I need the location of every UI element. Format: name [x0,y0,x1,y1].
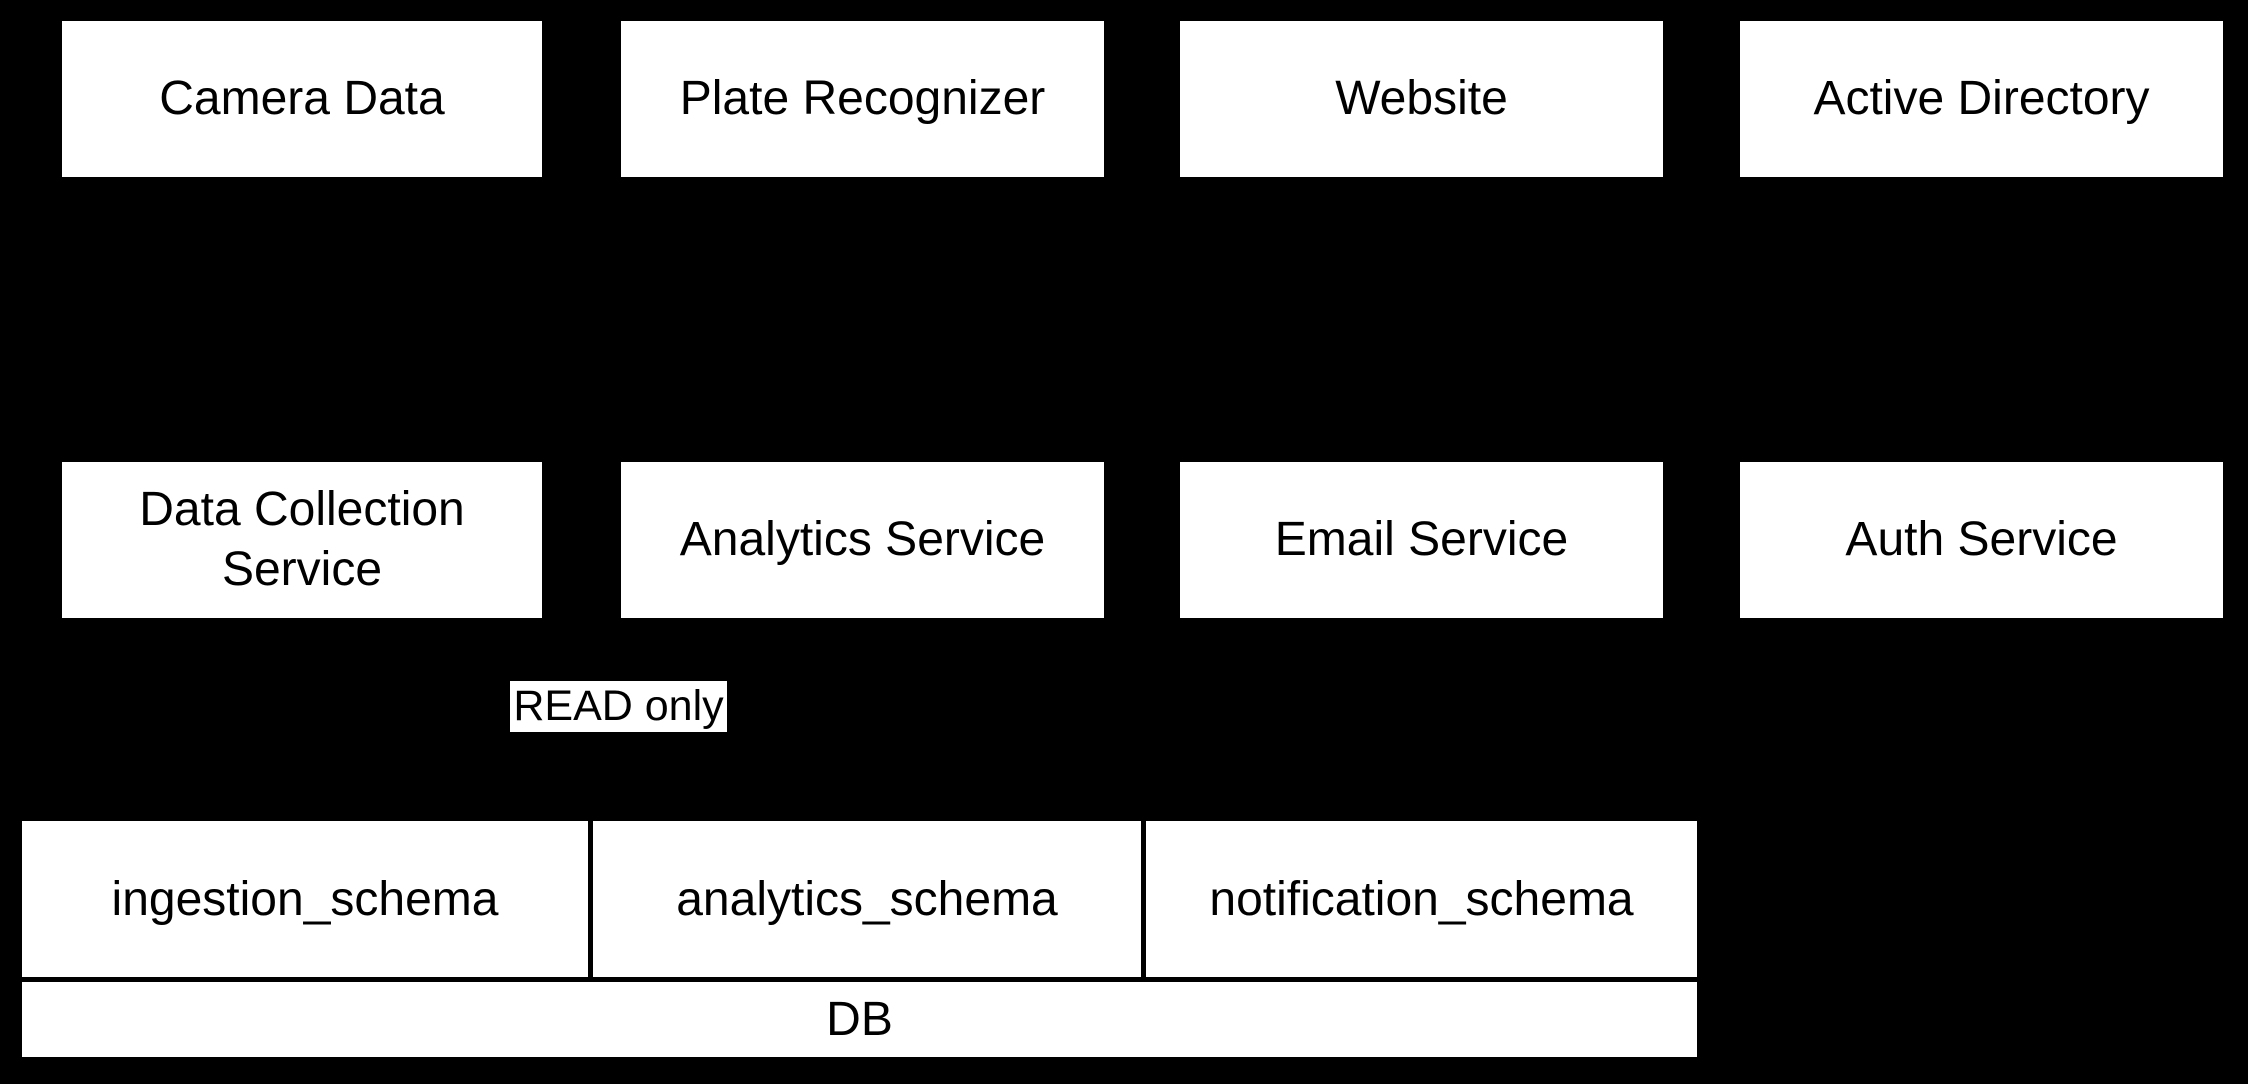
schema-cell-notification: notification_schema [1146,821,1697,977]
node-active-directory: Active Directory [1740,21,2223,177]
node-auth-service: Auth Service [1740,462,2223,618]
node-camera-data: Camera Data [62,21,542,177]
node-plate-recognizer: Plate Recognizer [621,21,1104,177]
database-table: ingestion_schema analytics_schema notifi… [22,821,1697,1057]
schema-row: ingestion_schema analytics_schema notifi… [22,821,1697,977]
node-data-collection-service: Data Collection Service [62,462,542,618]
node-analytics-service: Analytics Service [621,462,1104,618]
node-website: Website [1180,21,1663,177]
schema-cell-analytics: analytics_schema [593,821,1141,977]
edge-label-read-only: READ only [510,681,727,732]
db-cell: DB [22,982,1697,1057]
table-divider [22,977,1697,982]
schema-cell-ingestion: ingestion_schema [22,821,588,977]
node-email-service: Email Service [1180,462,1663,618]
